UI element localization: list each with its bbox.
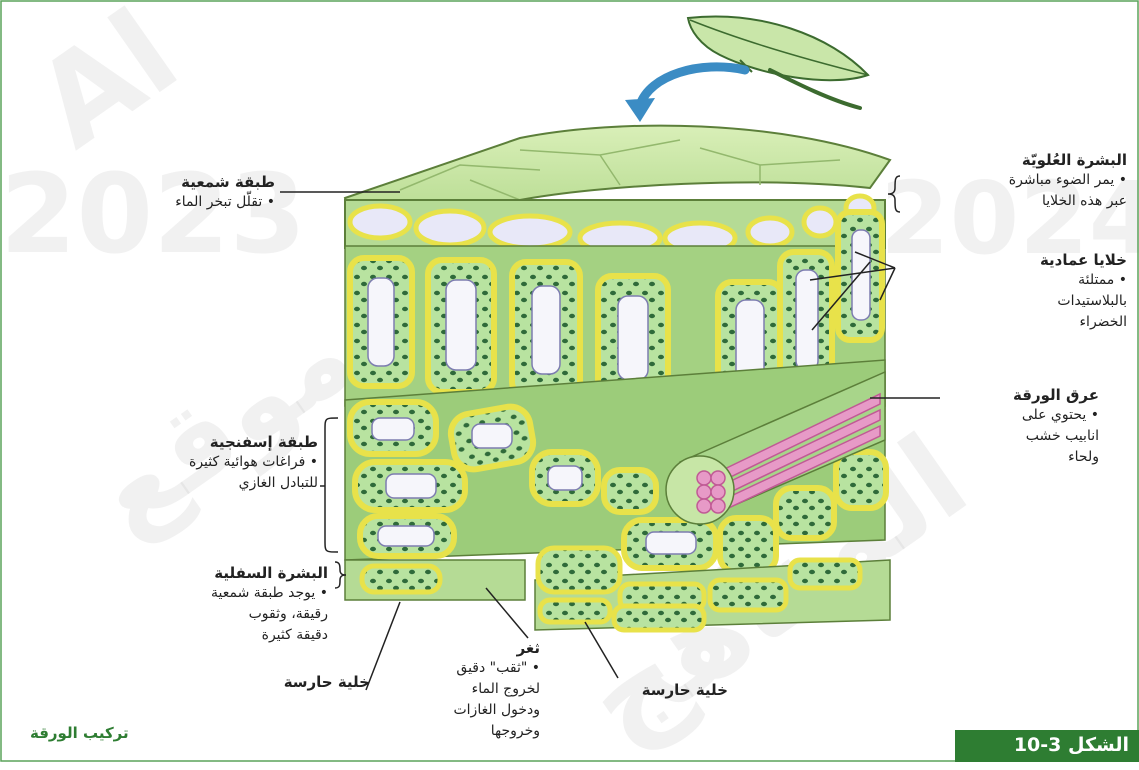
stoma-bullet-3: ودخول الغازات	[420, 700, 540, 721]
palisade-title: خلايا عمادية	[927, 250, 1127, 270]
label-guard-cell-right: خلية حارسة	[618, 680, 728, 700]
guard-cell-right-title: خلية حارسة	[618, 680, 728, 700]
lower-epidermis	[345, 548, 890, 630]
vein-bullet-2: انابيب خشب	[919, 426, 1099, 447]
upper-epidermis-bullet-2: عبر هذه الخلايا	[887, 191, 1127, 212]
spongy-title: طبقة إسفنجية	[60, 432, 318, 452]
vein-bullet-1: • يحتوي على	[919, 405, 1099, 426]
upper-epidermis-title: البشرة العُلويّة	[887, 150, 1127, 170]
upper-epidermis-bullet-1: • يمر الضوء مباشرة	[887, 170, 1127, 191]
spongy-bullet-1: • فراغات هوائية كثيرة	[60, 452, 318, 473]
label-lower-epidermis: البشرة السفلية • يوجد طبقة شمعية رقيقة، …	[110, 563, 328, 646]
stoma-title: ثغر	[420, 638, 540, 658]
label-cuticle: طبقة شمعية • تقلّل تبخر الماء	[100, 172, 275, 213]
spongy-bracket	[325, 418, 338, 552]
label-spongy-layer: طبقة إسفنجية • فراغات هوائية كثيرة للتبا…	[60, 432, 318, 494]
stoma-bullet-1: • "ثقب" دقيق	[420, 658, 540, 679]
lower-epidermis-bullet-1: • يوجد طبقة شمعية	[110, 583, 328, 604]
lower-epidermis-bullet-3: دقيقة كثيرة	[110, 625, 328, 646]
figure-number: الشكل 3-10	[1014, 734, 1129, 756]
lower-epidermis-title: البشرة السفلية	[110, 563, 328, 583]
palisade-bullet-2: بالبلاستيدات	[927, 291, 1127, 312]
vein-bullet-3: ولحاء	[919, 447, 1099, 468]
spongy-bullet-2: للتبادل الغازي	[60, 473, 318, 494]
label-palisade-cells: خلايا عمادية • ممتلئة بالبلاستيدات الخضر…	[927, 250, 1127, 333]
guard-cell-left-title: خلية حارسة	[260, 672, 370, 692]
label-leaf-vein: عرق الورقة • يحتوي على انابيب خشب ولحاء	[919, 385, 1099, 468]
label-guard-cell-left: خلية حارسة	[260, 672, 370, 692]
cuticle-title: طبقة شمعية	[100, 172, 275, 192]
stoma-bullet-4: وخروجها	[420, 721, 540, 742]
upper-epidermis	[345, 196, 885, 253]
figure-title: تركيب الورقة	[30, 724, 129, 742]
label-stoma: ثغر • "ثقب" دقيق لخروج الماء ودخول الغاز…	[420, 638, 540, 742]
lower-epidermis-bullet-2: رقيقة، وثقوب	[110, 604, 328, 625]
stoma-bullet-2: لخروج الماء	[420, 679, 540, 700]
palisade-bullet-3: الخضراء	[927, 312, 1127, 333]
curved-arrow-icon	[625, 67, 745, 122]
vein-title: عرق الورقة	[919, 385, 1099, 405]
palisade-bullet-1: • ممتلئة	[927, 270, 1127, 291]
label-upper-epidermis: البشرة العُلويّة • يمر الضوء مباشرة عبر …	[887, 150, 1127, 212]
cuticle-bullet-1: • تقلّل تبخر الماء	[100, 192, 275, 213]
figure-number-badge: الشكل 3-10	[955, 730, 1139, 762]
